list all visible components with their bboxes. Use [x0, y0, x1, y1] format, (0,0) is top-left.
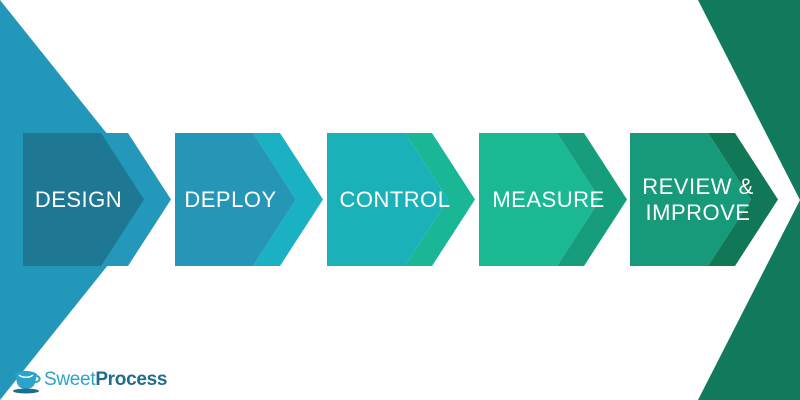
logo-text: SweetProcess: [44, 369, 167, 391]
step-tip: [557, 133, 627, 266]
step-body: [630, 133, 751, 266]
step-body: [23, 133, 144, 266]
step-deploy-shape: [175, 133, 323, 266]
step-review-improve: REVIEW & IMPROVE: [630, 133, 800, 266]
step-measure-label: MEASURE: [492, 186, 605, 212]
step-design-shape: [23, 133, 171, 266]
step-deploy: DEPLOY: [175, 133, 345, 266]
step-control: CONTROL: [327, 133, 497, 266]
right-background-arrow: [698, 0, 800, 400]
step-review-improve-shape: [630, 133, 778, 266]
step-control-shape: [327, 133, 475, 266]
step-tip: [101, 133, 171, 266]
step-tip: [708, 133, 778, 266]
step-body: [327, 133, 448, 266]
step-deploy-label: DEPLOY: [184, 186, 277, 212]
step-tip: [253, 133, 323, 266]
logo-text-process: Process: [95, 369, 168, 390]
teacup-icon: [13, 371, 41, 394]
sweetprocess-logo: SweetProcess: [10, 365, 167, 395]
step-design-label: DESIGN: [34, 186, 123, 212]
step-body: [479, 133, 600, 266]
step-control-label: CONTROL: [339, 186, 451, 212]
logo-text-sweet: Sweet: [44, 369, 96, 390]
step-measure: MEASURE: [479, 133, 649, 266]
step-body: [175, 133, 296, 266]
step-measure-shape: [479, 133, 627, 266]
step-review-improve-label: REVIEW & IMPROVE: [642, 173, 754, 225]
step-design: DESIGN: [23, 133, 193, 266]
step-tip: [405, 133, 475, 266]
